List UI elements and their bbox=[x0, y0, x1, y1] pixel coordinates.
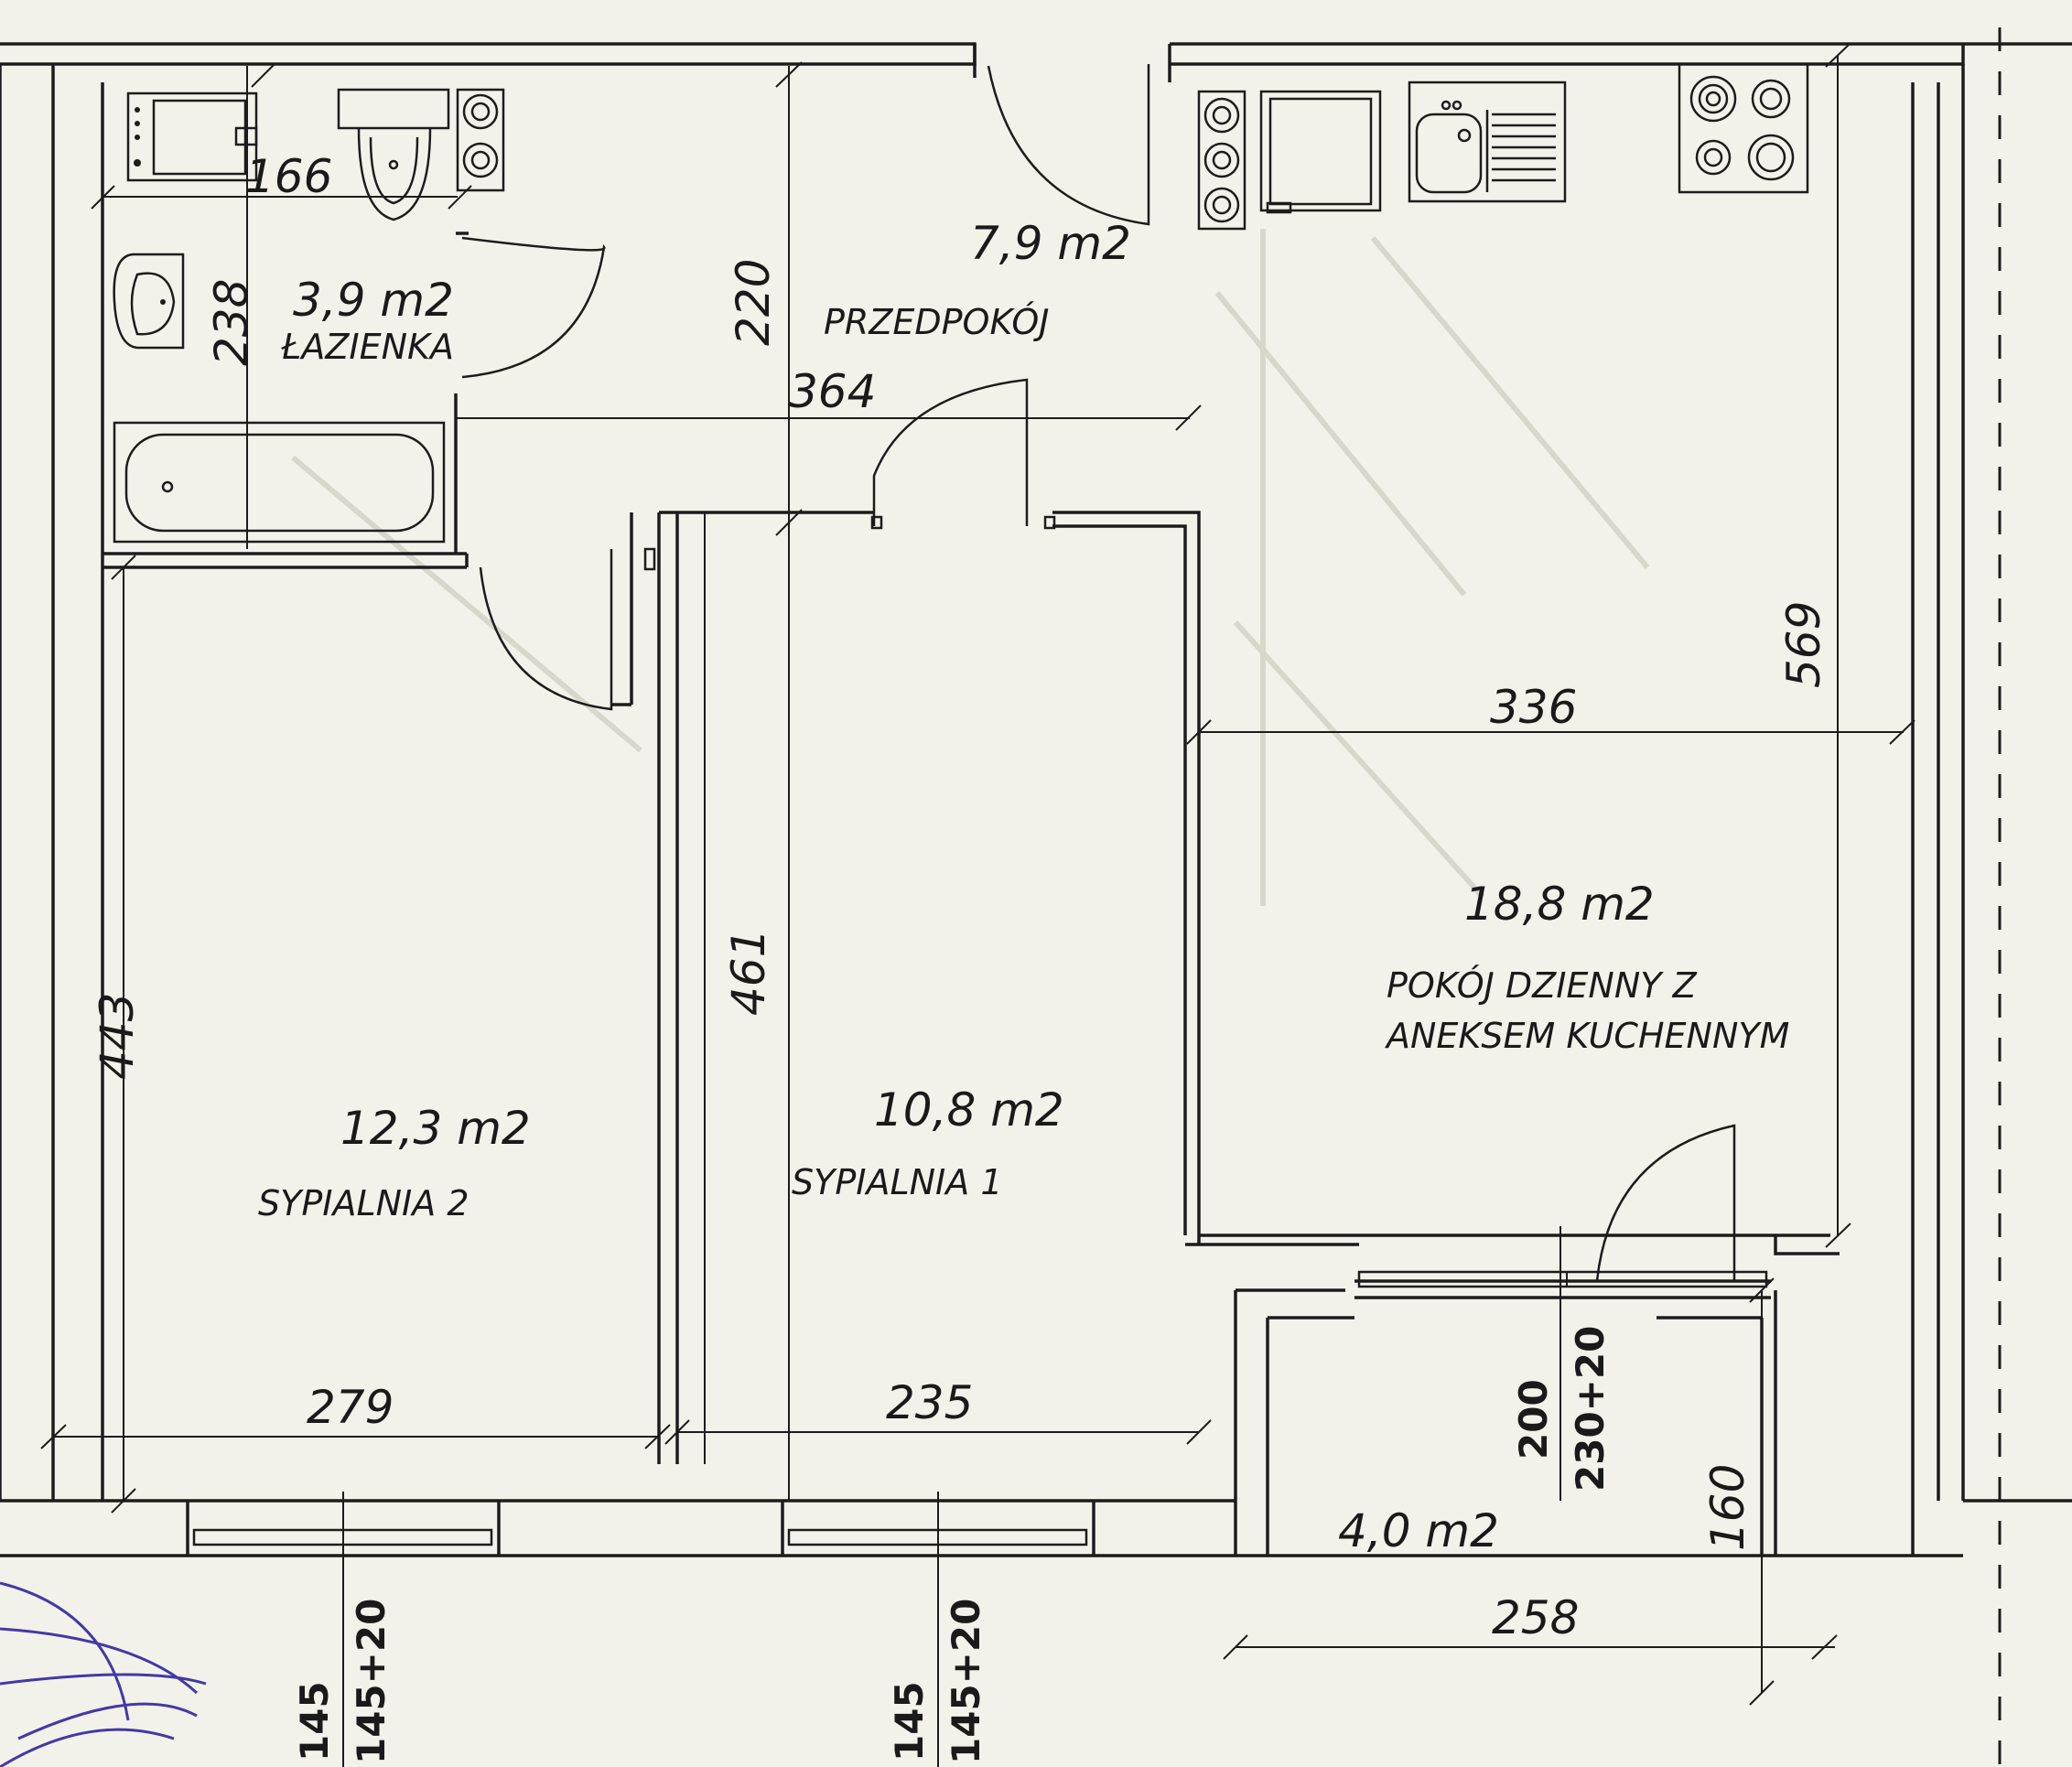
balcony-door-height: 200 bbox=[1511, 1379, 1556, 1460]
cooktop-icon bbox=[1678, 62, 1809, 194]
living-area: 18,8 m2 bbox=[1464, 878, 1655, 931]
window-left-height: 145 bbox=[292, 1681, 337, 1762]
bathroom-area: 3,9 m2 bbox=[293, 274, 454, 327]
dim-balcony-depth: 160 bbox=[1701, 1464, 1754, 1551]
paper-ghosting bbox=[291, 229, 1650, 906]
bedroom-2-name: SYPIALNIA 2 bbox=[258, 1183, 469, 1223]
window-left-width: 145+20 bbox=[349, 1599, 394, 1764]
bedroom-1-area: 10,8 m2 bbox=[874, 1083, 1064, 1137]
bedroom-2-area: 12,3 m2 bbox=[340, 1102, 531, 1155]
kitchen-sink-icon bbox=[1408, 81, 1567, 203]
living-name-line2: ANEKSEM KUCHENNYM bbox=[1384, 1016, 1789, 1056]
bedroom-2-door bbox=[479, 549, 613, 711]
room-labels: 3,9 m2 ŁAZIENKA 7,9 m2 PRZEDPOKÓJ 18,8 m… bbox=[258, 217, 1789, 1557]
window-mid-height: 145 bbox=[887, 1681, 932, 1762]
window-mid-width: 145+20 bbox=[944, 1599, 988, 1764]
bedroom-1-name: SYPIALNIA 1 bbox=[792, 1162, 1003, 1202]
dim-hall-height: 220 bbox=[727, 259, 780, 346]
washbasin-icon bbox=[113, 253, 185, 350]
dim-living-width: 336 bbox=[1490, 681, 1577, 734]
hall-name: PRZEDPOKÓJ bbox=[824, 302, 1049, 342]
fridge-icon bbox=[1259, 90, 1382, 214]
dim-living-height: 569 bbox=[1777, 601, 1830, 688]
dim-balcony-width: 258 bbox=[1492, 1591, 1579, 1644]
living-name-line1: POKÓJ DZIENNY Z bbox=[1387, 965, 1698, 1006]
bathroom-door bbox=[461, 236, 606, 379]
dim-hall-width: 364 bbox=[789, 365, 876, 418]
dim-bedroom-1-width: 235 bbox=[886, 1376, 973, 1429]
dim-bath-width: 166 bbox=[245, 150, 332, 203]
dim-bath-height: 238 bbox=[205, 279, 258, 366]
washing-machine-icon bbox=[126, 92, 258, 182]
dimension-labels: 166 238 220 364 336 569 443 461 279 235 … bbox=[91, 150, 1830, 1764]
balcony-area: 4,0 m2 bbox=[1338, 1504, 1499, 1557]
bathtub-icon bbox=[113, 421, 446, 544]
balcony-door-width: 230+20 bbox=[1568, 1326, 1613, 1492]
dim-bedroom-2-height: 443 bbox=[91, 993, 144, 1080]
balcony-door bbox=[1595, 1124, 1736, 1282]
kitchen-shaft-icon bbox=[1197, 90, 1246, 231]
signature-scribble bbox=[0, 1581, 207, 1767]
bedroom-1-door bbox=[872, 378, 1029, 526]
toilet-icon bbox=[337, 88, 450, 221]
fixtures bbox=[113, 62, 1809, 544]
hall-area: 7,9 m2 bbox=[970, 217, 1131, 270]
balcony-door-glazing bbox=[1357, 1270, 1768, 1288]
dim-bedroom-2-width: 279 bbox=[307, 1381, 394, 1434]
shaft-icon bbox=[456, 88, 505, 192]
bathroom-name: ŁAZIENKA bbox=[281, 327, 454, 367]
walls bbox=[0, 42, 2072, 1557]
entrance-door bbox=[987, 64, 1150, 226]
dimension-lines bbox=[40, 42, 1916, 1767]
dim-bedroom-1-height: 461 bbox=[722, 929, 775, 1016]
doors bbox=[461, 64, 1736, 1282]
